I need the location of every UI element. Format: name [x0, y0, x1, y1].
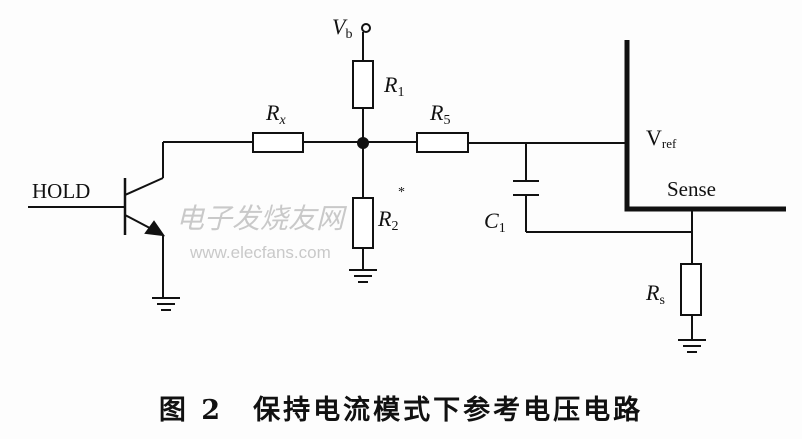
emitter-arrow-icon	[144, 220, 166, 237]
label-r2: R2	[377, 206, 398, 234]
label-vref: Vref	[646, 125, 677, 151]
watermark-cn: 电子发烧友网	[176, 203, 348, 234]
resistor-rx	[252, 132, 304, 153]
resistor-r1	[352, 60, 374, 109]
label-r5: R5	[429, 100, 450, 128]
junction-node	[357, 137, 369, 149]
resistor-rs	[680, 263, 702, 316]
label-vb: Vb	[332, 14, 352, 42]
ground-icon	[678, 339, 706, 353]
label-rx: Rx	[265, 100, 286, 128]
resistor-r5	[416, 132, 469, 153]
ground-icon	[349, 269, 377, 283]
vb-terminal	[361, 23, 371, 33]
ic-pin-edge	[624, 40, 786, 212]
label-r1: R1	[383, 72, 404, 100]
label-hold: HOLD	[32, 179, 90, 203]
label-r2-mark: *	[398, 185, 405, 200]
label-rs: Rs	[645, 280, 665, 308]
watermark-url: www.elecfans.com	[189, 243, 331, 262]
resistor-r2	[352, 197, 374, 249]
figure-caption: 图 2 保持电流模式下参考电压电路	[158, 395, 644, 426]
label-c1: C1	[484, 208, 506, 236]
label-sense: Sense	[667, 177, 716, 201]
ground-icon	[152, 297, 180, 311]
